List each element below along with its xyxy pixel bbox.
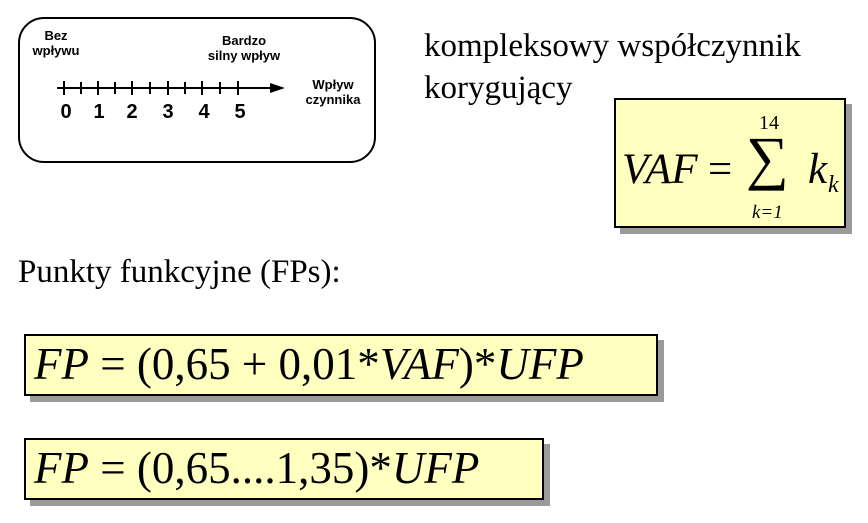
sum-term: k [808,146,828,193]
scale-right-label: Bardzo silny wpływ [196,33,292,63]
scale-axis-label-line1: Wpływ [312,77,354,92]
fp-heading: Punkty funkcyjne (FPs): [18,254,341,290]
sum-lower-limit: k=1 [752,202,783,223]
scale-number-0: 0 [60,101,72,123]
scale-axis-label: Wpływ czynnika [296,77,370,107]
scale-number-2: 2 [126,101,138,123]
fp2-tail: UFP [391,443,480,493]
vaf-equals: = [708,146,733,193]
vaf-caption-line2: korygujący [424,70,573,106]
vaf-formula-box: VAF = 14 ∑ k=1 k k [614,98,846,228]
fp-formula-2-box: FP = (0,65....1,35)*UFP [24,438,544,500]
sum-symbol: ∑ [746,125,789,191]
scale-number-4: 4 [198,101,210,123]
sum-term-subscript: k [828,172,839,198]
scale-number-1: 1 [93,101,105,123]
fp1-var: VAF [379,339,459,389]
scale-left-label-line1: Bez [44,28,68,43]
scale-number-5: 5 [234,101,246,123]
fp-formula-2: FP = (0,65....1,35)*UFP [34,446,479,491]
scale-right-label-line1: Bardzo [221,33,267,48]
scale-number-3: 3 [162,101,174,123]
scale-left-label: Bez wpływu [30,28,82,58]
fp-formula-1: FP = (0,65 + 0,01*VAF)*UFP [34,342,584,387]
scale-left-label-line2: wpływu [32,43,80,58]
impact-scale-panel [18,17,376,163]
vaf-lhs: VAF [622,146,698,193]
fp-formula-1-box: FP = (0,65 + 0,01*VAF)*UFP [24,334,658,396]
fp2-lhs: FP [34,443,89,493]
fp1-close: )* [458,339,497,389]
vaf-caption-line1: kompleksowy współczynnik [424,28,801,64]
scale-right-label-line2: silny wpływ [207,48,281,63]
fp1-equals: = [88,339,137,389]
fp2-range: (0,65....1,35)* [136,443,392,493]
sum-upper-limit: 14 [759,112,779,134]
fp1-lhs: FP [34,339,89,389]
fp2-equals: = [88,443,137,493]
scale-axis-label-line2: czynnika [305,92,361,107]
fp1-open: (0,65 + 0,01* [136,339,380,389]
fp1-tail: UFP [496,339,584,389]
